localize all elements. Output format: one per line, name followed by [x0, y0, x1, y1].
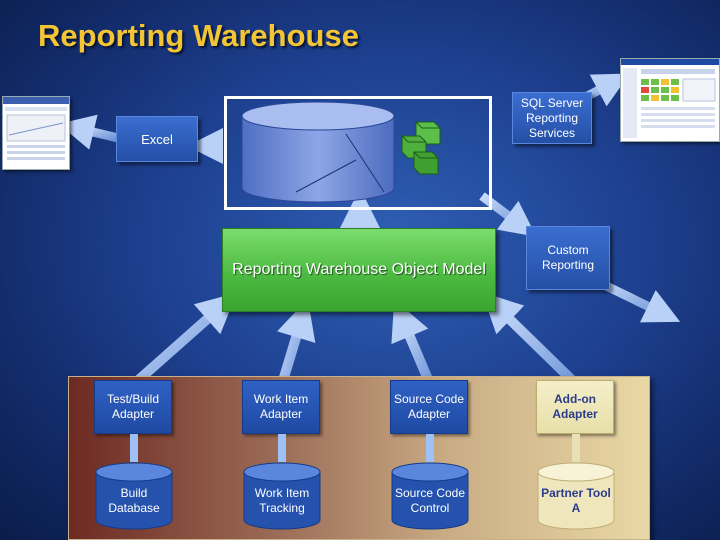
ssrs-box: SQL Server Reporting Services — [512, 92, 592, 144]
arrow-warehouse-to-custom — [479, 192, 537, 237]
arrow-excel-to-report — [58, 114, 120, 150]
arrow-addon-to-object-model — [481, 292, 580, 388]
work-item-tracking-cylinder-icon — [243, 462, 321, 530]
excel-report-screenshot — [2, 96, 70, 170]
adapter-test-build: Test/Build Adapter — [94, 380, 172, 434]
adapter-source-code: Source Code Adapter — [390, 380, 468, 434]
object-model-box: Reporting Warehouse Object Model — [222, 228, 496, 312]
adapter-add-on: Add-on Adapter — [536, 380, 614, 434]
build-database-cylinder-icon — [95, 462, 173, 530]
custom-reporting-box: Custom Reporting — [526, 226, 610, 290]
partner-tool-label: Partner Tool A — [541, 486, 611, 515]
build-database-label: Build Database — [108, 486, 160, 515]
database-cylinder-icon — [241, 101, 395, 203]
olap-cube-icon — [401, 121, 441, 175]
arrow-workitem-to-object-model — [277, 298, 316, 386]
adapter-work-item: Work Item Adapter — [242, 380, 320, 434]
dashboard-screenshot-icon — [621, 59, 719, 138]
source-code-control-cylinder-icon — [391, 462, 469, 530]
ssrs-dashboard-screenshot — [620, 58, 720, 142]
page-title: Reporting Warehouse — [38, 18, 359, 53]
arrow-sourcecode-to-object-model — [391, 299, 435, 386]
reporting-warehouse-frame — [224, 96, 492, 210]
partner-tool-cylinder-icon — [537, 462, 615, 530]
source-code-control-label: Source Code Control — [394, 486, 466, 515]
report-screenshot-icon — [3, 97, 69, 160]
work-item-tracking-label: Work Item Tracking — [254, 486, 310, 515]
arrow-testbuild-to-object-model — [130, 292, 237, 388]
excel-box: Excel — [116, 116, 198, 162]
